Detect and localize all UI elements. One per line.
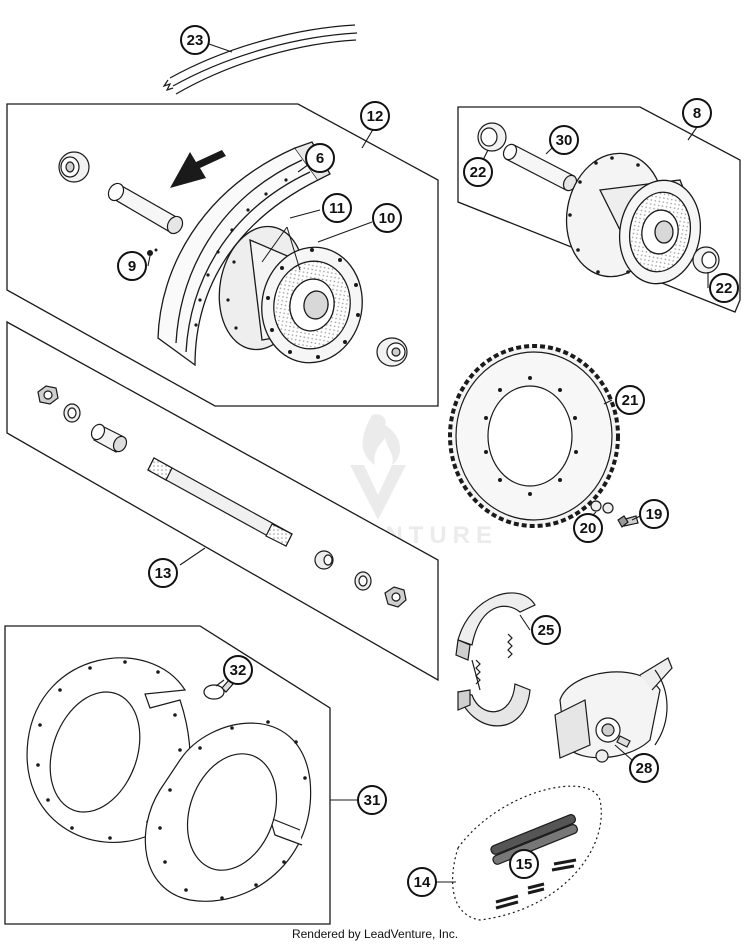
callout-19: 19 [639, 499, 669, 529]
svg-text:30: 30 [556, 132, 573, 149]
rotation-arrow-icon [170, 150, 226, 188]
svg-text:12: 12 [367, 108, 384, 125]
callout-13: 13 [148, 558, 178, 588]
callout-32: 32 [223, 655, 253, 685]
small-screw-part [147, 248, 158, 256]
svg-text:10: 10 [379, 210, 396, 227]
callout-badges: 23 12 6 11 10 9 8 30 [117, 25, 739, 897]
svg-text:21: 21 [622, 392, 639, 409]
callout-22-top: 22 [463, 157, 493, 187]
spoke-strip-part [162, 24, 358, 95]
svg-text:9: 9 [128, 258, 136, 275]
svg-text:20: 20 [580, 520, 597, 537]
rear-sprocket [448, 344, 620, 528]
rear-hub-bearing-bottom [692, 246, 720, 274]
callout-25: 25 [531, 615, 561, 645]
svg-text:25: 25 [538, 622, 555, 639]
footer-credit: Rendered by LeadVenture, Inc. [291, 927, 459, 941]
svg-text:22: 22 [716, 280, 733, 297]
bearing-right [376, 337, 408, 367]
callout-8: 8 [682, 98, 712, 128]
bearing-left [58, 151, 90, 183]
callout-20: 20 [573, 513, 603, 543]
gasket-right [144, 720, 312, 902]
callout-14: 14 [407, 867, 437, 897]
svg-text:22: 22 [470, 164, 487, 181]
svg-text:8: 8 [693, 105, 701, 122]
callout-28: 28 [629, 753, 659, 783]
rear-hub [565, 152, 702, 285]
axle-kit-parts [37, 385, 407, 608]
gasket-left [26, 657, 191, 843]
brake-shoes [455, 592, 536, 727]
callout-6: 6 [305, 143, 335, 173]
front-hub [218, 225, 363, 364]
rear-hub-bearing-top [477, 122, 507, 152]
callout-23: 23 [180, 25, 210, 55]
callout-22-bottom: 22 [709, 273, 739, 303]
brake-backing-plate [554, 657, 673, 763]
callout-11: 11 [322, 193, 352, 223]
svg-text:23: 23 [187, 32, 204, 49]
svg-text:11: 11 [329, 200, 345, 217]
svg-text:6: 6 [316, 150, 324, 167]
wheel-spacer-tube [107, 182, 184, 235]
svg-text:28: 28 [636, 760, 653, 777]
callout-30: 30 [549, 125, 579, 155]
callout-9: 9 [117, 251, 147, 281]
callout-12: 12 [360, 101, 390, 131]
svg-text:14: 14 [414, 874, 431, 891]
svg-text:32: 32 [230, 662, 247, 679]
callout-10: 10 [372, 203, 402, 233]
callout-21: 21 [615, 385, 645, 415]
callout-31: 31 [357, 785, 387, 815]
callout-15: 15 [509, 849, 539, 879]
svg-text:31: 31 [364, 792, 381, 809]
svg-text:13: 13 [155, 565, 172, 582]
svg-text:15: 15 [516, 856, 533, 873]
svg-text:19: 19 [646, 506, 663, 523]
rear-hub-spacer [502, 143, 578, 192]
